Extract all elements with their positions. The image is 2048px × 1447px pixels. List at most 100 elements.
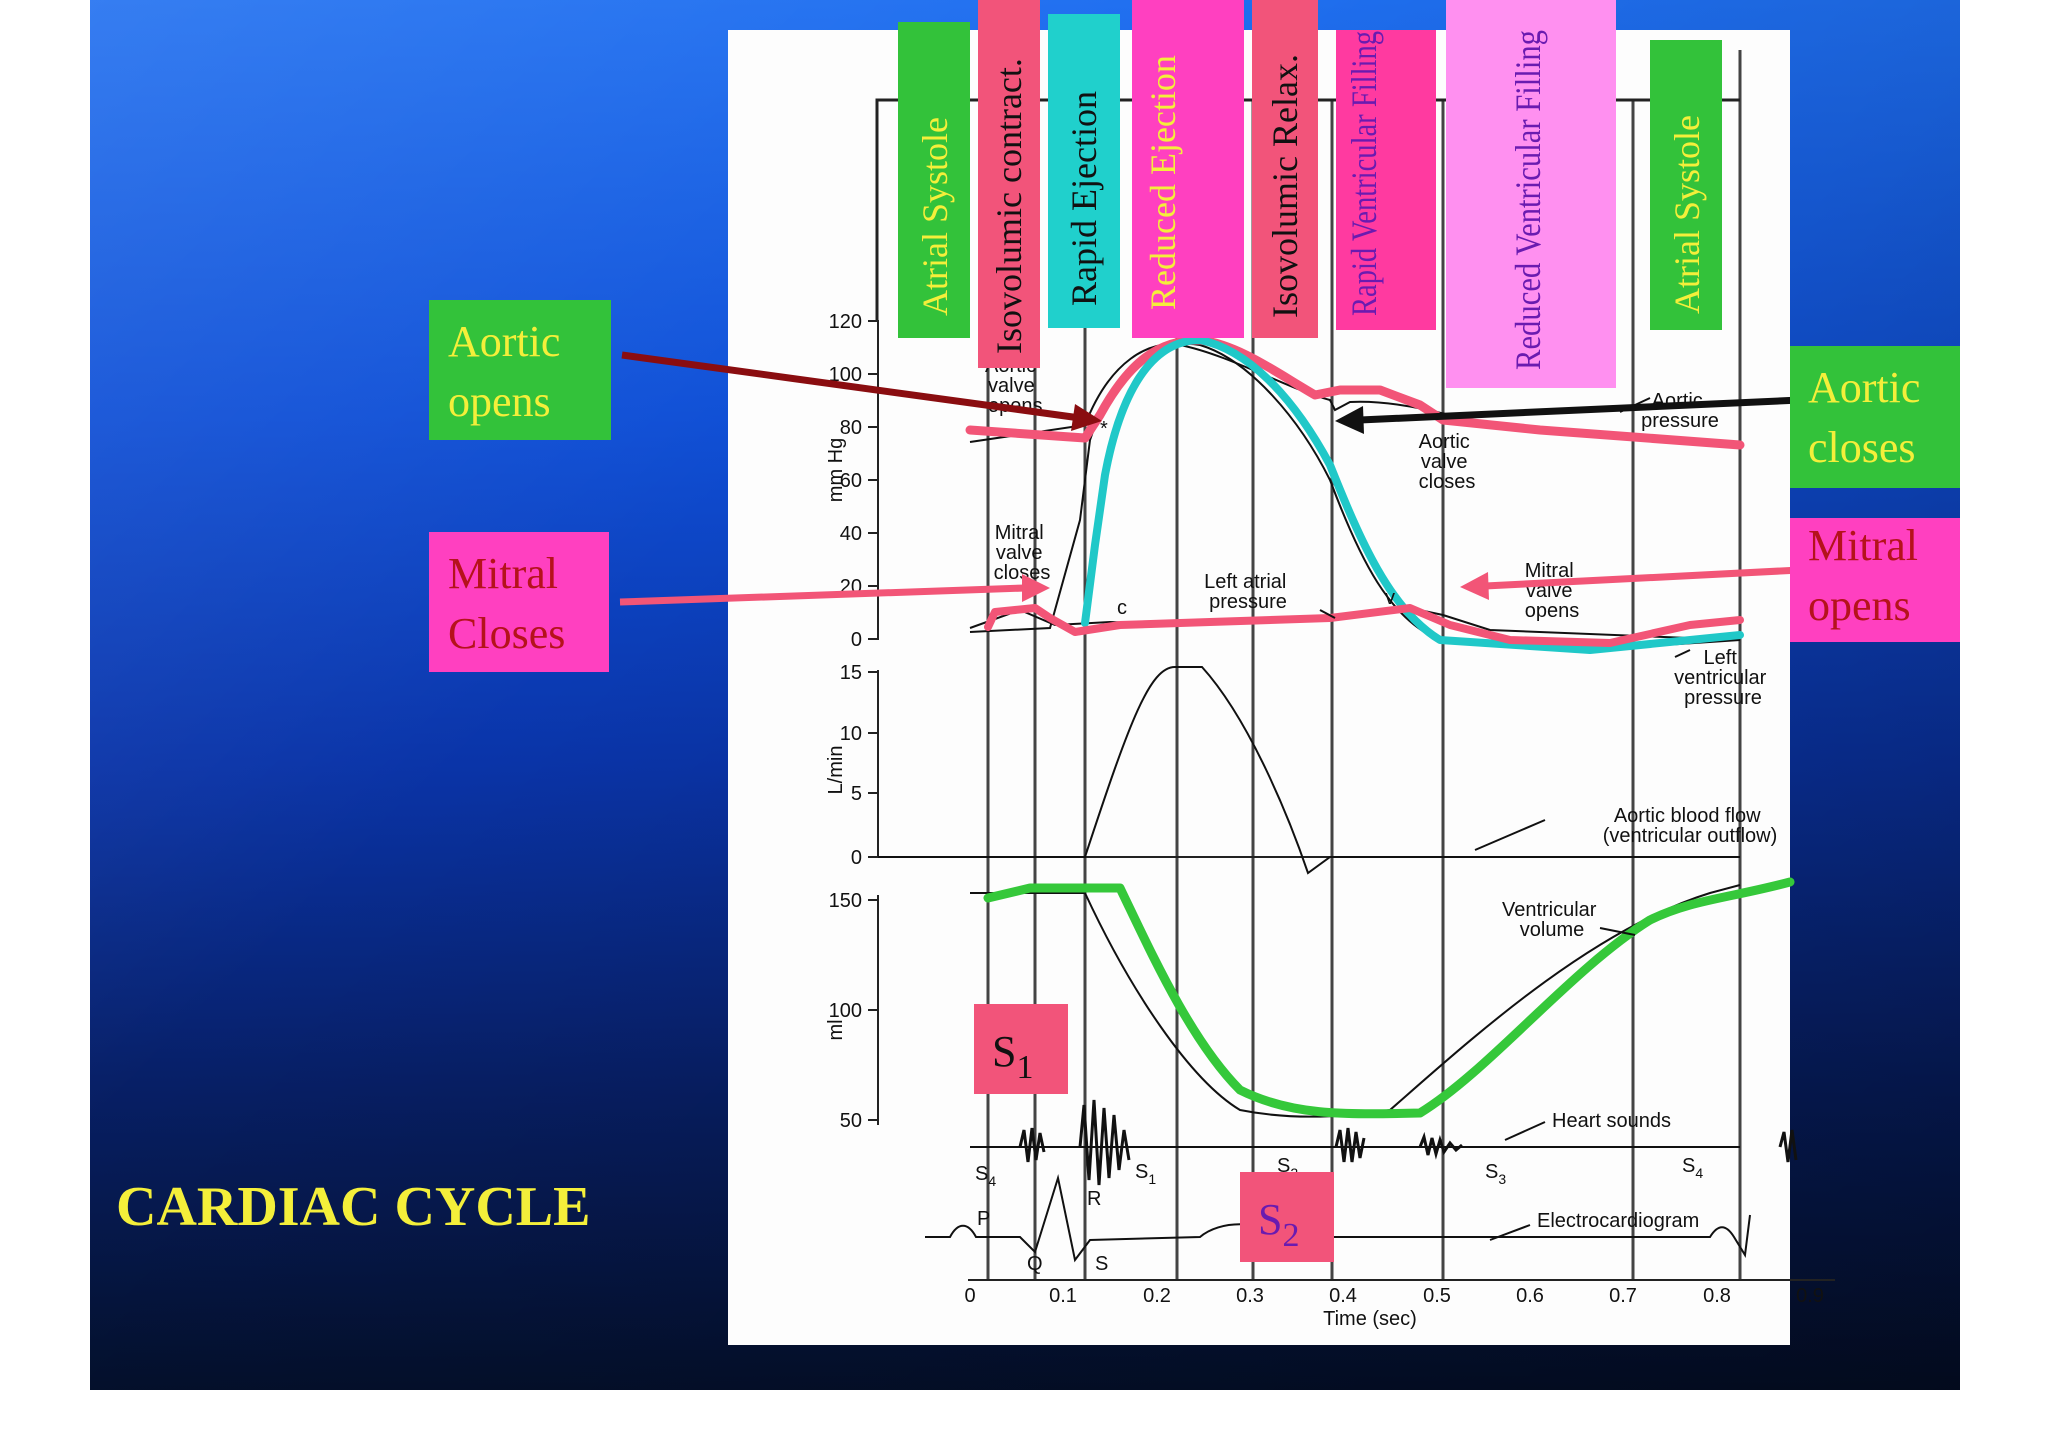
time-axis-label: Time (sec) (1323, 1308, 1417, 1330)
svg-text:S2: S2 (1258, 1195, 1299, 1254)
svg-text:Reduced Ejection: Reduced Ejection (1143, 55, 1183, 310)
mitral-valve-closes-label: Mitral valve closes (994, 522, 1051, 584)
pressure-tick: 120 (829, 311, 862, 333)
s4-label: S4 (975, 1163, 996, 1189)
pressure-unit: mm Hg (825, 438, 847, 502)
ventricular-volume-label: Ventricular volume (1502, 899, 1602, 941)
volume-tick: 150 (829, 890, 862, 912)
volume-tick: 50 (840, 1110, 862, 1132)
svg-text:Rapid Ejection: Rapid Ejection (1064, 91, 1104, 306)
left-atrial-pressure-label: Left atrial pressure (1204, 571, 1292, 613)
flow-tick: 15 (840, 662, 862, 684)
time-tick: 0.6 (1516, 1285, 1544, 1307)
s1-burst (1078, 1099, 1131, 1186)
electrocardiogram-label: Electrocardiogram (1537, 1210, 1699, 1232)
s2-burst (1334, 1127, 1366, 1163)
volume-axis (868, 895, 879, 1125)
phase-atrial-systole: Atrial Systole (898, 22, 970, 338)
aortic-valve-closes-label: Aortic valve closes (1419, 431, 1476, 493)
time-tick: 0.4 (1329, 1285, 1357, 1307)
time-tick: 0.3 (1236, 1285, 1264, 1307)
s4-burst-2 (1778, 1129, 1798, 1163)
svg-text:S1: S1 (992, 1027, 1033, 1086)
mitral-closes-arrow (619, 574, 1050, 606)
volume-overlay (983, 877, 1795, 1119)
pressure-tick: 0 (851, 629, 862, 651)
colored-overlays (965, 335, 1795, 1119)
phase-reduced-ejection: Reduced Ejection (1132, 0, 1244, 338)
volume-tick: 100 (829, 1000, 862, 1022)
pressure-axis (868, 320, 879, 640)
atrial-pressure-overlay (984, 604, 1744, 647)
heart-sound-bursts (1018, 1099, 1798, 1186)
asterisk-mark: * (1100, 418, 1108, 440)
phase-isovolumic-contraction: Isovolumic contract. (978, 0, 1040, 368)
mitral-valve-opens-label: Mitral valve opens (1525, 560, 1580, 622)
s2-box: S2 (1240, 1172, 1334, 1262)
original-traces (878, 342, 1751, 1263)
cardiac-cycle-diagram: 120 100 80 60 40 20 0 15 10 5 0 150 100 … (116, 0, 1960, 1345)
slide-title: CARDIAC CYCLE (116, 1176, 590, 1238)
left-ventricular-pressure-label: Left ventricular pressure (1674, 647, 1772, 709)
pressure-tick: 100 (829, 364, 862, 386)
phase-reduced-ventricular-filling: Reduced Ventricular Filling (1446, 0, 1616, 388)
s1-box: S1 (974, 1004, 1068, 1094)
svg-text:Reduced Ventricular Filling: Reduced Ventricular Filling (1508, 30, 1548, 370)
s3-burst (1418, 1131, 1463, 1160)
phase-rapid-ejection: Rapid Ejection (1048, 14, 1120, 328)
flow-tick: 0 (851, 847, 862, 869)
pressure-tick: 80 (840, 417, 862, 439)
lv-pressure-overlay (1081, 336, 1744, 654)
s4-sound-label-2: S4 (1682, 1155, 1703, 1181)
time-tick: 0.1 (1049, 1285, 1077, 1307)
phase-isovolumic-relaxation: Isovolumic Relax. (1252, 0, 1318, 338)
ecg-trace (925, 1174, 1751, 1263)
time-tick: 0.5 (1423, 1285, 1451, 1307)
phase-atrial-systole-2: Atrial Systole (1650, 40, 1722, 330)
ecg-s-label: S (1095, 1253, 1108, 1275)
pressure-tick: 60 (840, 470, 862, 492)
ecg-q-label: Q (1027, 1253, 1043, 1275)
label-leaders (1319, 397, 1691, 1241)
time-tick: 0.8 (1703, 1285, 1731, 1307)
svg-text:Atrial Systole: Atrial Systole (915, 117, 955, 316)
s4-burst (1018, 1127, 1046, 1163)
time-tick: 0.2 (1143, 1285, 1171, 1307)
svg-text:Rapid Ventricular Filling: Rapid Ventricular Filling (1344, 31, 1384, 316)
ecg-p-label: P (977, 1208, 990, 1230)
flow-tick: 5 (851, 783, 862, 805)
s1-sound-label: S1 (1135, 1161, 1156, 1187)
slide: 120 100 80 60 40 20 0 15 10 5 0 150 100 … (90, 0, 1960, 1390)
volume-unit: ml (825, 1019, 847, 1040)
flow-tick: 10 (840, 723, 862, 745)
time-tick: 0.7 (1609, 1285, 1637, 1307)
time-tick: 0.9 (1796, 1285, 1824, 1307)
wave-c-label: c (1117, 597, 1127, 619)
heart-sounds-label: Heart sounds (1552, 1110, 1671, 1132)
pressure-ticks: 120 100 80 60 40 20 0 (829, 311, 862, 651)
aortic-opens-arrow (621, 351, 1102, 431)
wave-v-label: v (1385, 587, 1395, 609)
svg-text:Isovolumic contract.: Isovolumic contract. (989, 58, 1029, 354)
volume-ticks: 150 100 50 (829, 890, 862, 1132)
aortic-flow-label: Aortic blood flow (ventricular outflow) (1603, 805, 1778, 847)
mitral-opens-arrow (1460, 566, 1801, 600)
time-axis: 0 0.1 0.2 0.3 0.4 0.5 0.6 0.7 0.8 0.9 Ti… (964, 1279, 1835, 1330)
time-tick: 0 (964, 1285, 975, 1307)
flow-unit: L/min (825, 746, 847, 795)
pressure-tick: 40 (840, 523, 862, 545)
aortic-flow-trace (878, 666, 1740, 875)
phase-header: Atrial Systole Isovolumic contract. Rapi… (898, 0, 1722, 388)
flow-ticks: 15 10 5 0 (840, 662, 862, 869)
heart-sound-labels: S4 S1 S2 S3 S4 (975, 1155, 1703, 1189)
aortic-closes-arrow (1335, 396, 1801, 434)
phase-rapid-ventricular-filling: Rapid Ventricular Filling (1336, 30, 1436, 330)
